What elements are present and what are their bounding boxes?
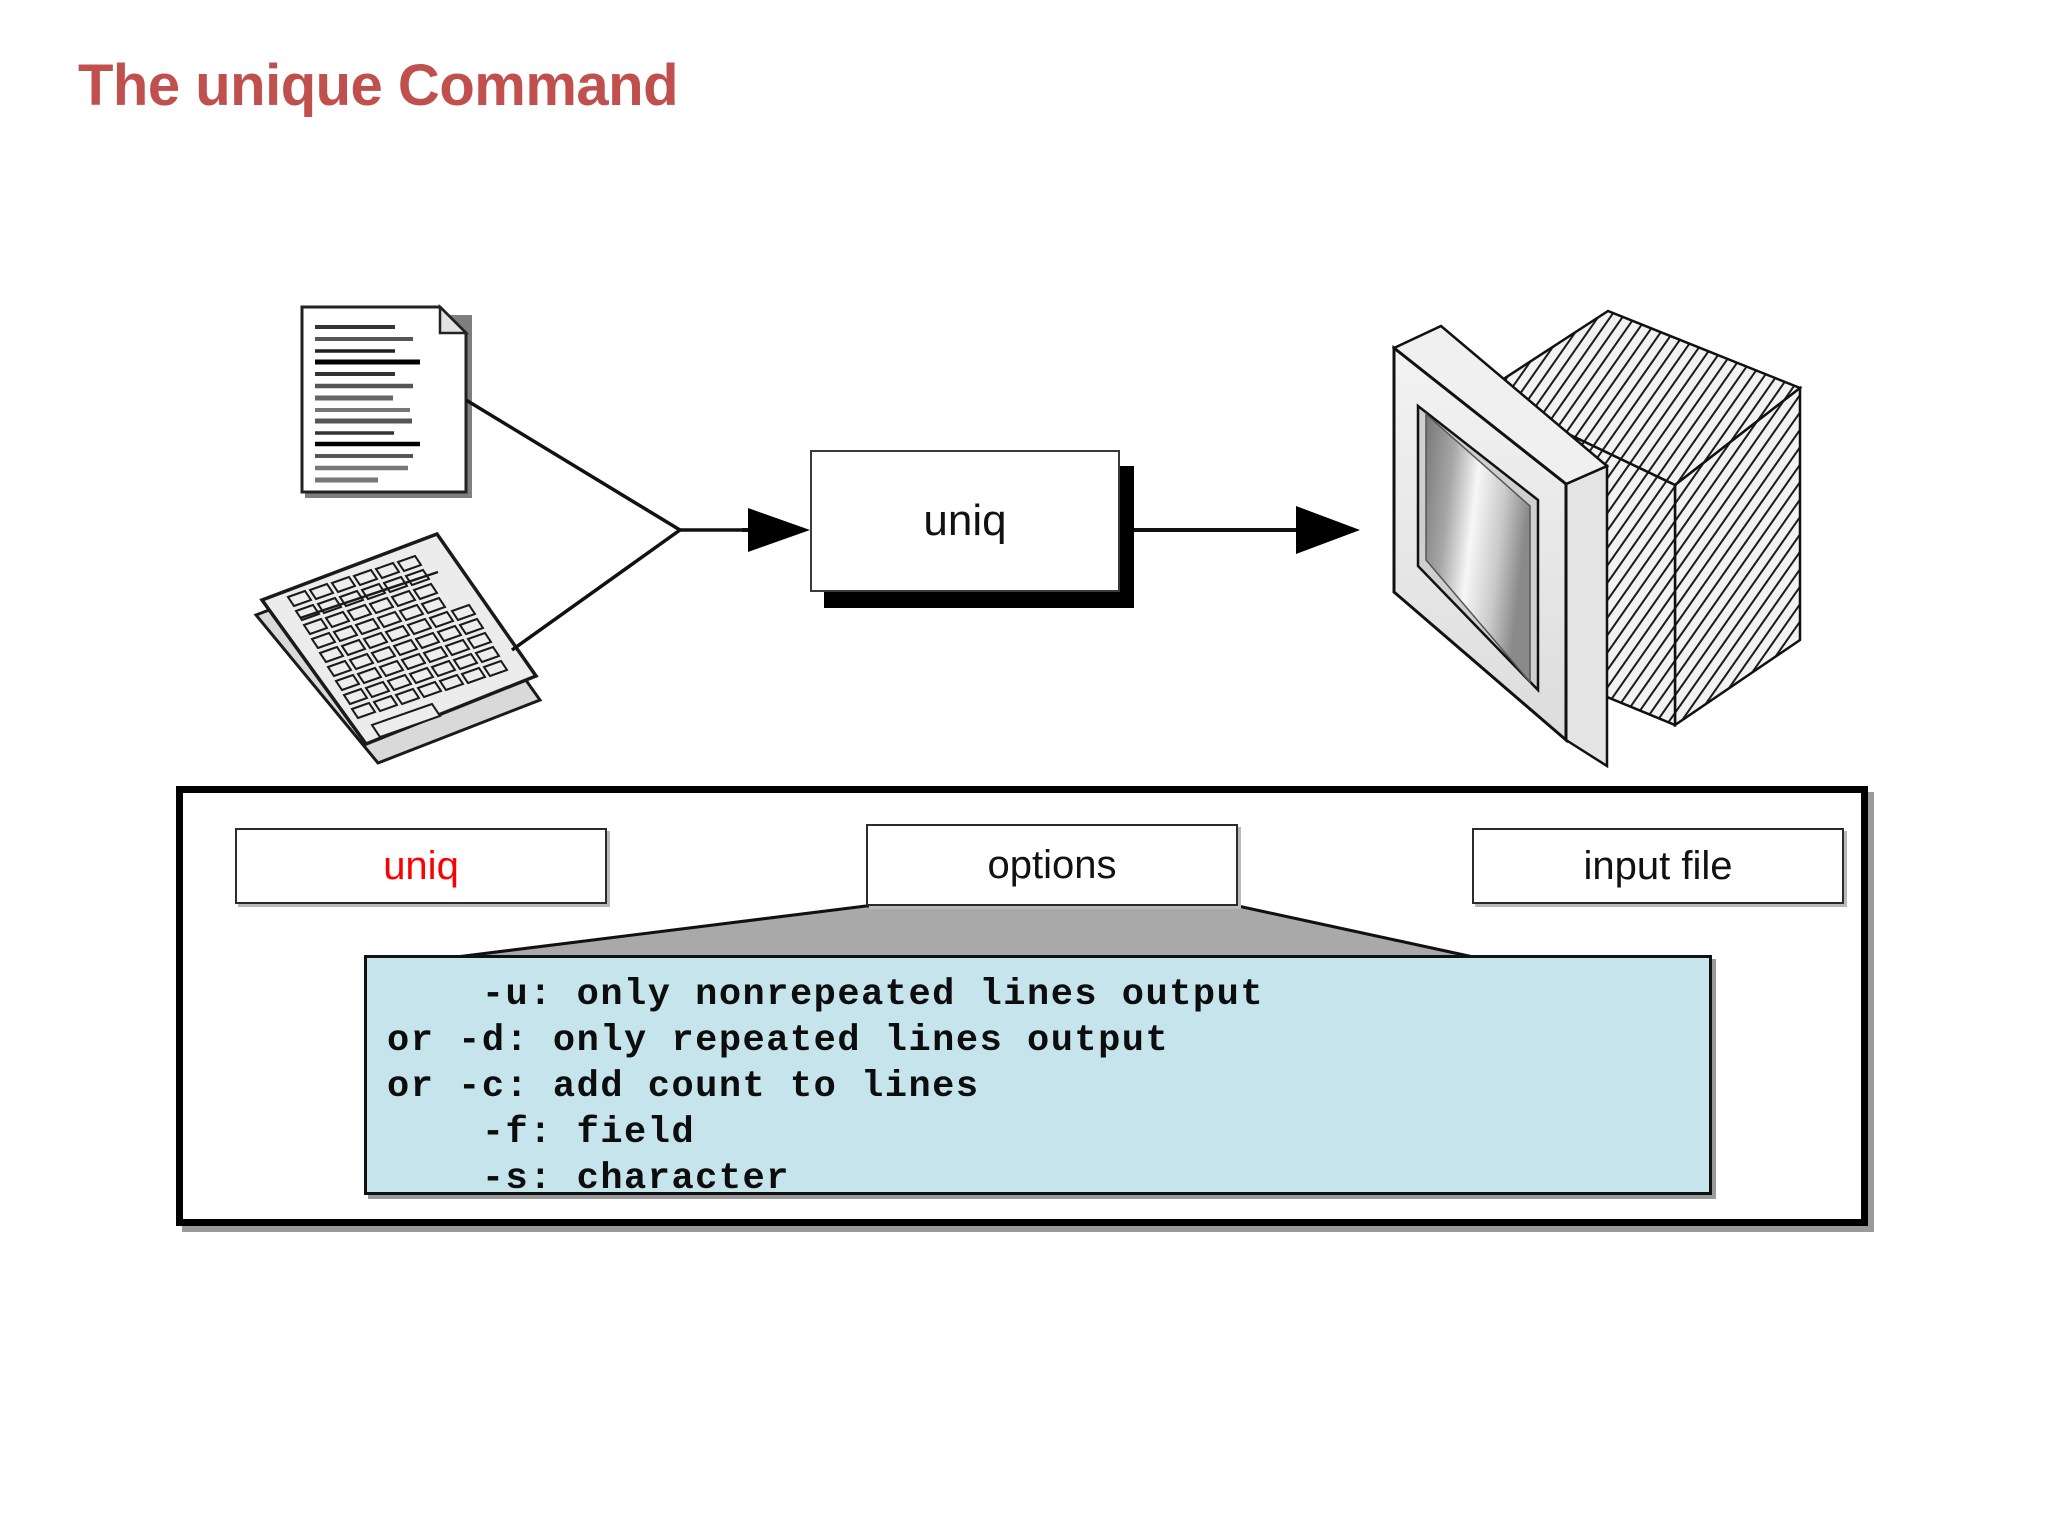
- document-icon: [300, 303, 472, 498]
- options-token[interactable]: options: [866, 824, 1238, 906]
- page-title: The unique Command: [78, 53, 679, 118]
- pipeline-diagram: uniq: [253, 303, 1803, 769]
- option-line: -u: only nonrepeated lines output: [387, 974, 1265, 1016]
- input-file-token[interactable]: input file: [1472, 828, 1844, 904]
- option-line: or -c: add count to lines: [387, 1066, 980, 1108]
- options-lines-group: -u: only nonrepeated lines output or -d:…: [387, 972, 1264, 1202]
- command-token[interactable]: uniq: [235, 828, 607, 904]
- arrow-into-process: [742, 508, 810, 552]
- input-connector-lines: [465, 398, 742, 652]
- arrow-to-output: [1122, 506, 1360, 554]
- monitor-icon: [1391, 309, 1803, 769]
- diagram-vector-layer: [253, 303, 1803, 769]
- option-line: -f: field: [387, 1112, 696, 1154]
- keyboard-icon: [253, 531, 543, 765]
- option-line: or -d: only repeated lines output: [387, 1020, 1170, 1062]
- options-detail-box: -u: only nonrepeated lines output or -d:…: [364, 955, 1712, 1200]
- process-box-label: uniq: [923, 496, 1007, 545]
- option-line: -s: character: [387, 1158, 790, 1200]
- process-box: [810, 450, 1120, 592]
